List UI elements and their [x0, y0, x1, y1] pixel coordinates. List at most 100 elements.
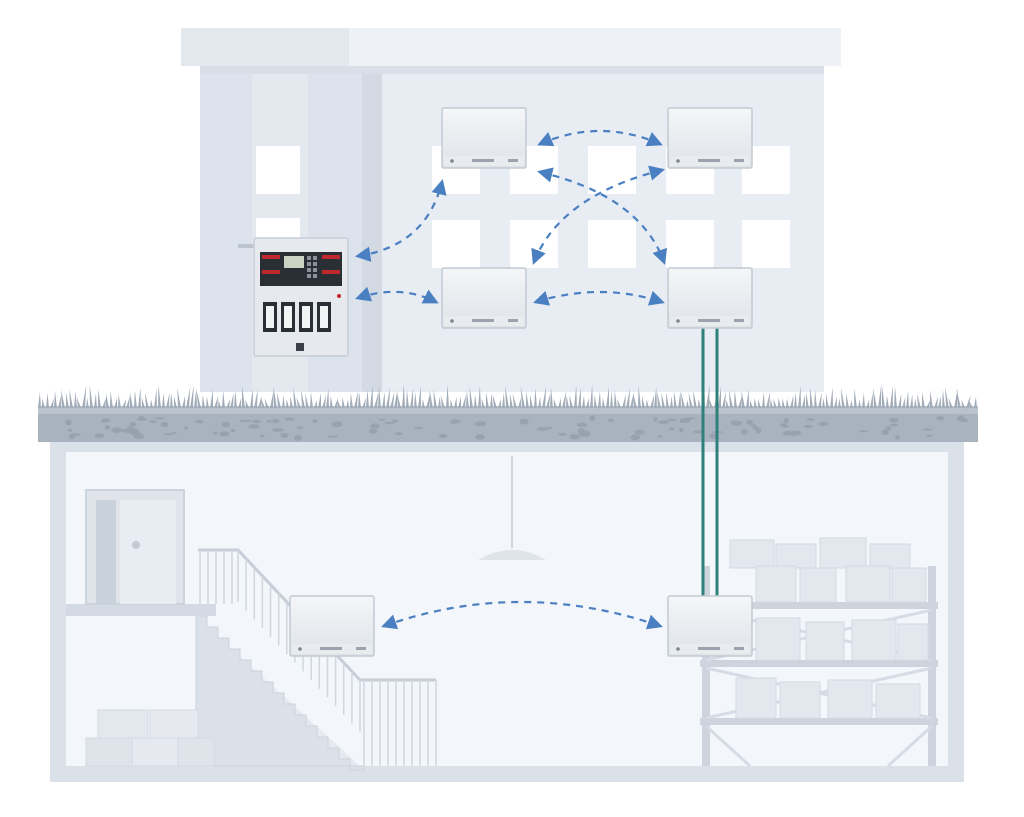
stair-steps — [195, 615, 365, 771]
pebble — [608, 418, 614, 423]
roof-left-block — [181, 28, 349, 66]
vault-door-panel — [96, 500, 116, 604]
vault-door-glass — [120, 500, 176, 604]
pebble — [294, 434, 302, 441]
pebble — [450, 419, 459, 424]
pebble — [589, 415, 596, 421]
panel-zone-cards — [263, 302, 331, 332]
wireless-repeater-icon[interactable] — [667, 267, 753, 329]
grass — [38, 384, 977, 408]
panel-led — [337, 294, 341, 298]
box — [177, 737, 215, 767]
pebble — [136, 417, 148, 421]
pebble — [370, 423, 380, 429]
pebble — [213, 431, 218, 435]
repeater-model-mark — [320, 647, 342, 650]
pebble — [133, 433, 145, 439]
pebble — [818, 421, 828, 426]
pebble — [230, 428, 236, 432]
pebble — [239, 419, 252, 423]
pebble — [749, 423, 756, 427]
fire-alarm-control-panel-icon[interactable] — [238, 237, 349, 357]
repeater-model-mark — [472, 159, 494, 162]
pebble — [889, 423, 899, 427]
panel-red-stripe — [262, 270, 280, 274]
pebble — [881, 429, 889, 436]
wireless-link-top-left-top-right — [537, 129, 663, 147]
pebble — [783, 418, 789, 424]
pebble — [395, 432, 403, 436]
pebble — [709, 433, 718, 439]
basement — [50, 442, 964, 782]
box — [131, 737, 179, 767]
pebble — [266, 420, 272, 423]
wireless-repeater-icon[interactable] — [667, 595, 753, 657]
pebble — [129, 422, 137, 427]
pebble — [475, 434, 485, 440]
repeater-led — [298, 647, 302, 651]
wireless-repeater-icon[interactable] — [441, 267, 527, 329]
pebble — [474, 421, 487, 427]
wireless-link-panel-mid-left — [355, 286, 439, 304]
pebble — [755, 427, 762, 434]
wireless-repeater-icon[interactable] — [441, 107, 527, 169]
repeater-led — [450, 319, 454, 323]
wireless-repeater-icon[interactable] — [289, 595, 375, 657]
pebble — [296, 426, 304, 429]
panel-red-stripe — [322, 255, 340, 259]
box — [779, 681, 821, 719]
pebble — [653, 417, 658, 422]
pebble — [803, 424, 813, 428]
pebble — [384, 421, 394, 425]
pebble — [219, 431, 230, 437]
pebble — [668, 427, 675, 431]
repeater-brand-mark — [734, 647, 744, 650]
pebble — [439, 434, 448, 438]
window — [742, 220, 790, 268]
repeater-body — [289, 595, 375, 657]
pebble — [679, 427, 684, 433]
pebble — [94, 433, 105, 439]
repeater-brand-mark — [508, 319, 518, 322]
pebble — [936, 416, 944, 421]
pebble — [858, 430, 869, 433]
pebble — [251, 419, 262, 424]
box — [875, 683, 921, 719]
pebble — [657, 420, 670, 424]
repeater-brand-mark — [356, 647, 366, 650]
network-links — [354, 129, 719, 630]
pebble — [104, 425, 111, 430]
box — [827, 679, 873, 719]
pebble — [576, 422, 588, 427]
wireless-repeater-icon[interactable] — [667, 107, 753, 169]
pebble — [741, 429, 748, 435]
pebble — [746, 419, 753, 425]
devices — [238, 107, 753, 657]
pebble — [121, 428, 133, 433]
pebble — [272, 428, 285, 432]
wireless-link-top-right-mid-left — [531, 165, 665, 265]
panel-mount — [238, 244, 256, 248]
wireless-link-panel-top-left — [354, 179, 447, 262]
pebble — [789, 431, 796, 436]
repeater-led — [450, 159, 454, 163]
pebble — [895, 434, 900, 440]
box — [897, 623, 929, 661]
pebble — [65, 419, 72, 426]
repeater-body — [441, 107, 527, 169]
pebble — [312, 419, 318, 423]
repeater-body — [667, 267, 753, 329]
pebble — [195, 419, 204, 424]
pebble — [378, 418, 386, 421]
pebble — [922, 428, 933, 431]
pebble — [885, 426, 892, 431]
window — [666, 220, 714, 268]
repeater-led — [676, 159, 680, 163]
window — [256, 146, 300, 194]
pebble — [101, 418, 111, 423]
box — [735, 677, 777, 719]
pebble — [414, 426, 424, 430]
floor-boxes — [85, 709, 215, 767]
pebble — [569, 433, 581, 440]
